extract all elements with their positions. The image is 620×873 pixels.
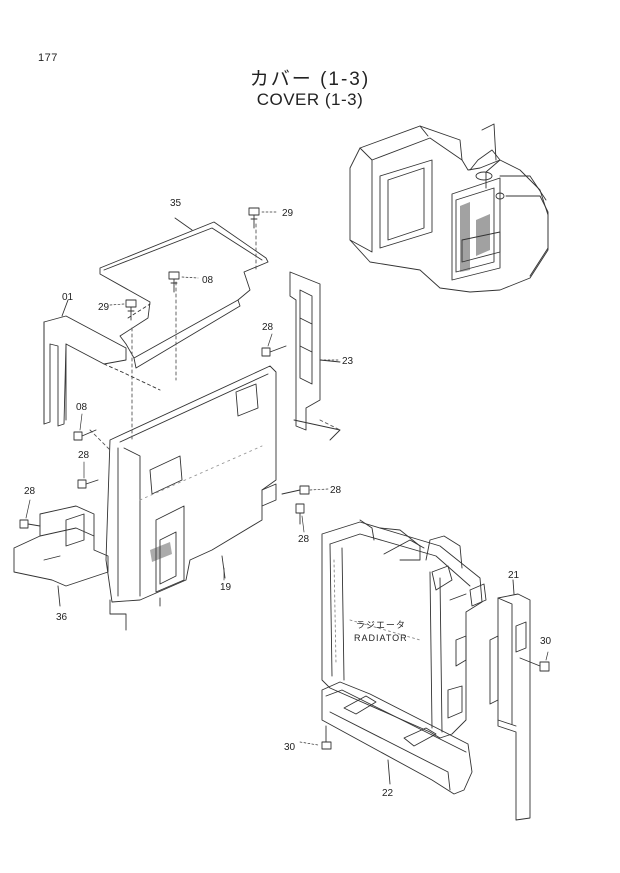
bolt-28-left-icon [77,479,99,489]
frame-bracket-01 [43,299,161,427]
part-label-08-left: 08 [76,402,88,413]
part-label-28-farleft: 28 [24,486,36,497]
bolt-30-bottom-icon [321,725,332,750]
bolt-29-left-icon [125,299,137,321]
top-cover-plate-35 [99,217,269,369]
part-label-30-bottom: 30 [284,742,296,753]
part-label-22: 22 [382,788,394,799]
bolt-icons [19,207,550,750]
bolt-28-farleft-icon [19,519,41,529]
part-label-01: 01 [62,292,74,303]
part-label-28-left: 28 [78,450,90,461]
part-label-19: 19 [220,582,232,593]
radiator-assembly [321,519,487,739]
bolt-28-bracket-icon [261,345,287,357]
part-label-30-right: 30 [540,636,552,647]
part-label-29-left: 29 [98,302,110,313]
part-label-28-lower: 28 [298,534,310,545]
title-english: COVER (1-3) [256,90,364,109]
title-japanese: カバー (1-3) [249,69,371,90]
side-bar-21 [489,579,531,821]
part-label-08-top: 08 [202,275,214,286]
machine-overview-illustration [349,123,549,293]
bolt-30-right-icon [519,657,550,672]
bolt-28-lower-icon [295,503,305,525]
assembly-guide-lines [89,223,341,451]
center-cover-panel-19 [105,365,277,631]
lower-plate-22 [321,681,473,795]
part-label-21: 21 [508,570,520,581]
leader-lines [25,211,549,746]
part-label-28-bracket: 28 [262,322,274,333]
part-number-labels: 35 29 08 01 29 28 23 08 28 28 28 28 36 1… [24,198,552,799]
radiator-label-japanese: ラジエータ [356,620,406,630]
bolt-28-right-icon [281,485,310,495]
part-label-23: 23 [342,356,354,367]
bolt-08-left-icon [73,429,97,441]
part-label-35: 35 [170,198,182,209]
side-bracket-23 [289,271,341,441]
bolt-08-top-icon [168,271,180,293]
part-label-29-top: 29 [282,208,294,219]
part-label-36: 36 [56,612,68,623]
page-number: 177 [38,52,58,64]
part-label-28-right: 28 [330,485,342,496]
radiator-label-english: RADIATOR [354,633,408,643]
bolt-29-top-icon [248,207,260,229]
small-plate-36 [13,505,109,607]
